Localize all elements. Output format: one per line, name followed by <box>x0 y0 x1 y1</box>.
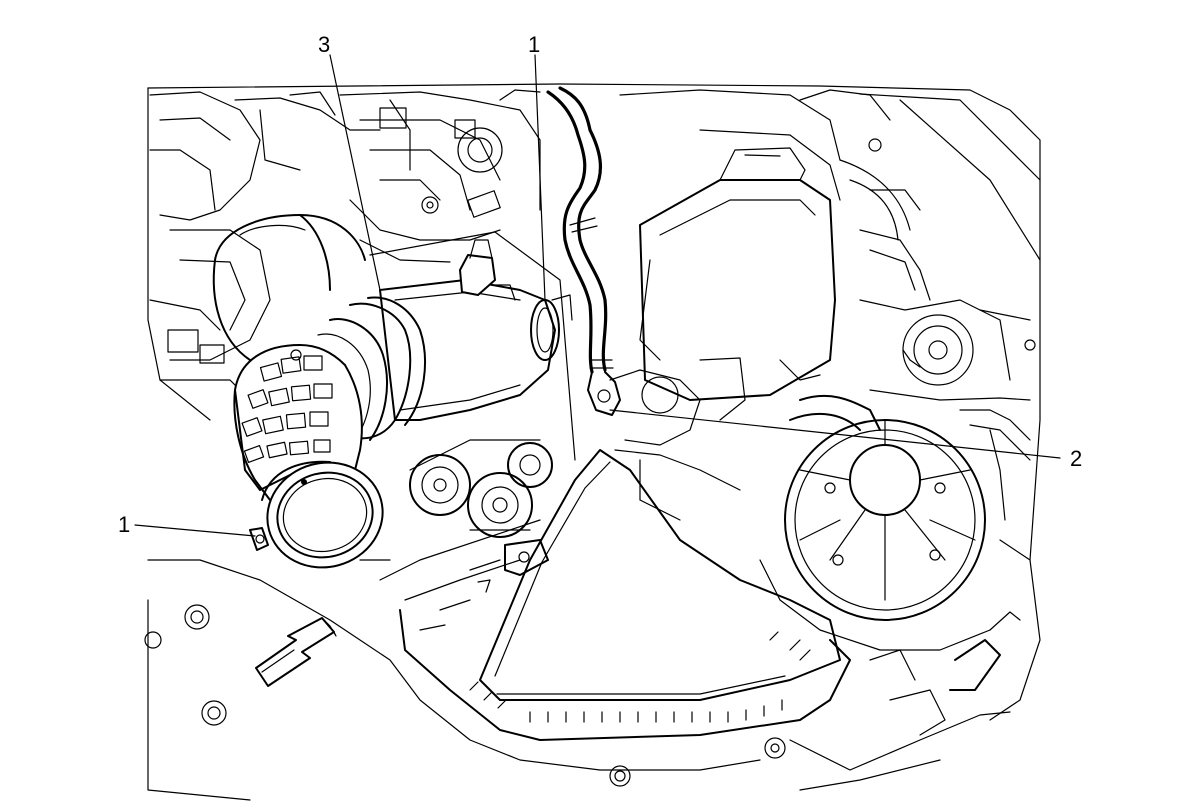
callout-1-top: 1 <box>528 32 540 57</box>
detail-pane-lines <box>359 231 576 581</box>
engine-bay-background <box>144 83 1041 801</box>
callout-1-left: 1 <box>118 512 130 537</box>
accessory-pulleys <box>409 439 553 538</box>
callout-2: 2 <box>1070 446 1082 471</box>
leader-line-2 <box>609 409 1061 459</box>
leader-line-3 <box>329 54 381 291</box>
leader-line-1-left <box>134 524 256 537</box>
pcv-hose-assembly <box>546 86 621 416</box>
front-direction-arrow-icon <box>255 617 337 687</box>
air-intake-duct <box>233 239 573 569</box>
callout-3: 3 <box>318 32 330 57</box>
housing-clips <box>469 631 811 723</box>
leader-lines <box>134 54 1061 537</box>
elbow-ribs <box>241 349 333 463</box>
air-cleaner-lower-housing <box>399 449 851 741</box>
upper-center-engine-components <box>339 89 541 263</box>
center-engine-components <box>609 357 1031 791</box>
leader-line-1-top <box>534 54 546 301</box>
upper-left-engine-components <box>149 91 381 401</box>
upper-right-engine-components <box>619 89 1036 461</box>
